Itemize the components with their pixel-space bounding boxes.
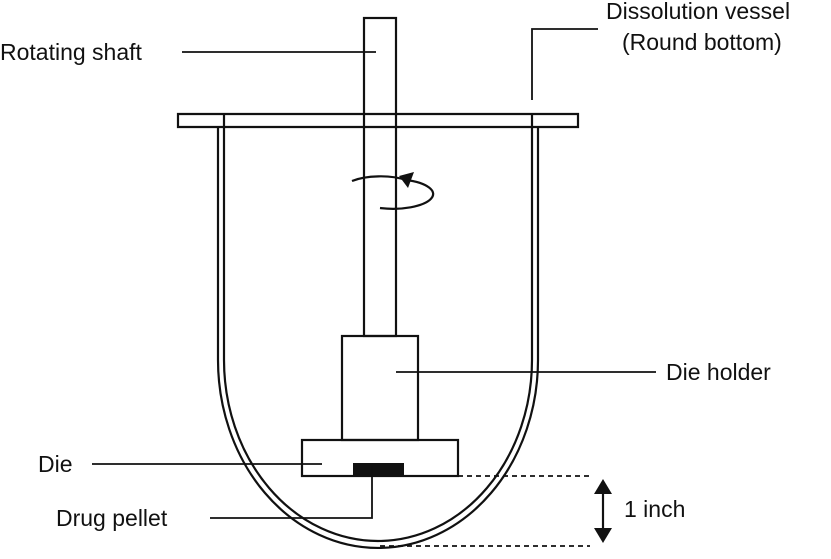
label-distance: 1 inch: [624, 496, 685, 522]
dimension-double-arrow-icon: [594, 479, 612, 543]
die-holder: [340, 334, 420, 442]
rotation-arrow-icon: [351, 172, 435, 210]
vessel-rim: [176, 112, 580, 129]
label-die: Die: [38, 451, 73, 477]
label-round-bottom: (Round bottom): [622, 29, 782, 55]
label-rotating-shaft: Rotating shaft: [0, 39, 143, 65]
vessel-outer-wall: [216, 127, 540, 550]
vessel-inner-wall: [222, 114, 534, 543]
label-die-holder: Die holder: [666, 359, 771, 385]
leader-drug-pellet: [210, 466, 373, 519]
label-drug-pellet: Drug pellet: [56, 505, 168, 531]
leader-dissolution-vessel: [531, 28, 598, 100]
label-dissolution-vessel: Dissolution vessel: [606, 0, 790, 24]
drug-pellet: [353, 463, 404, 476]
